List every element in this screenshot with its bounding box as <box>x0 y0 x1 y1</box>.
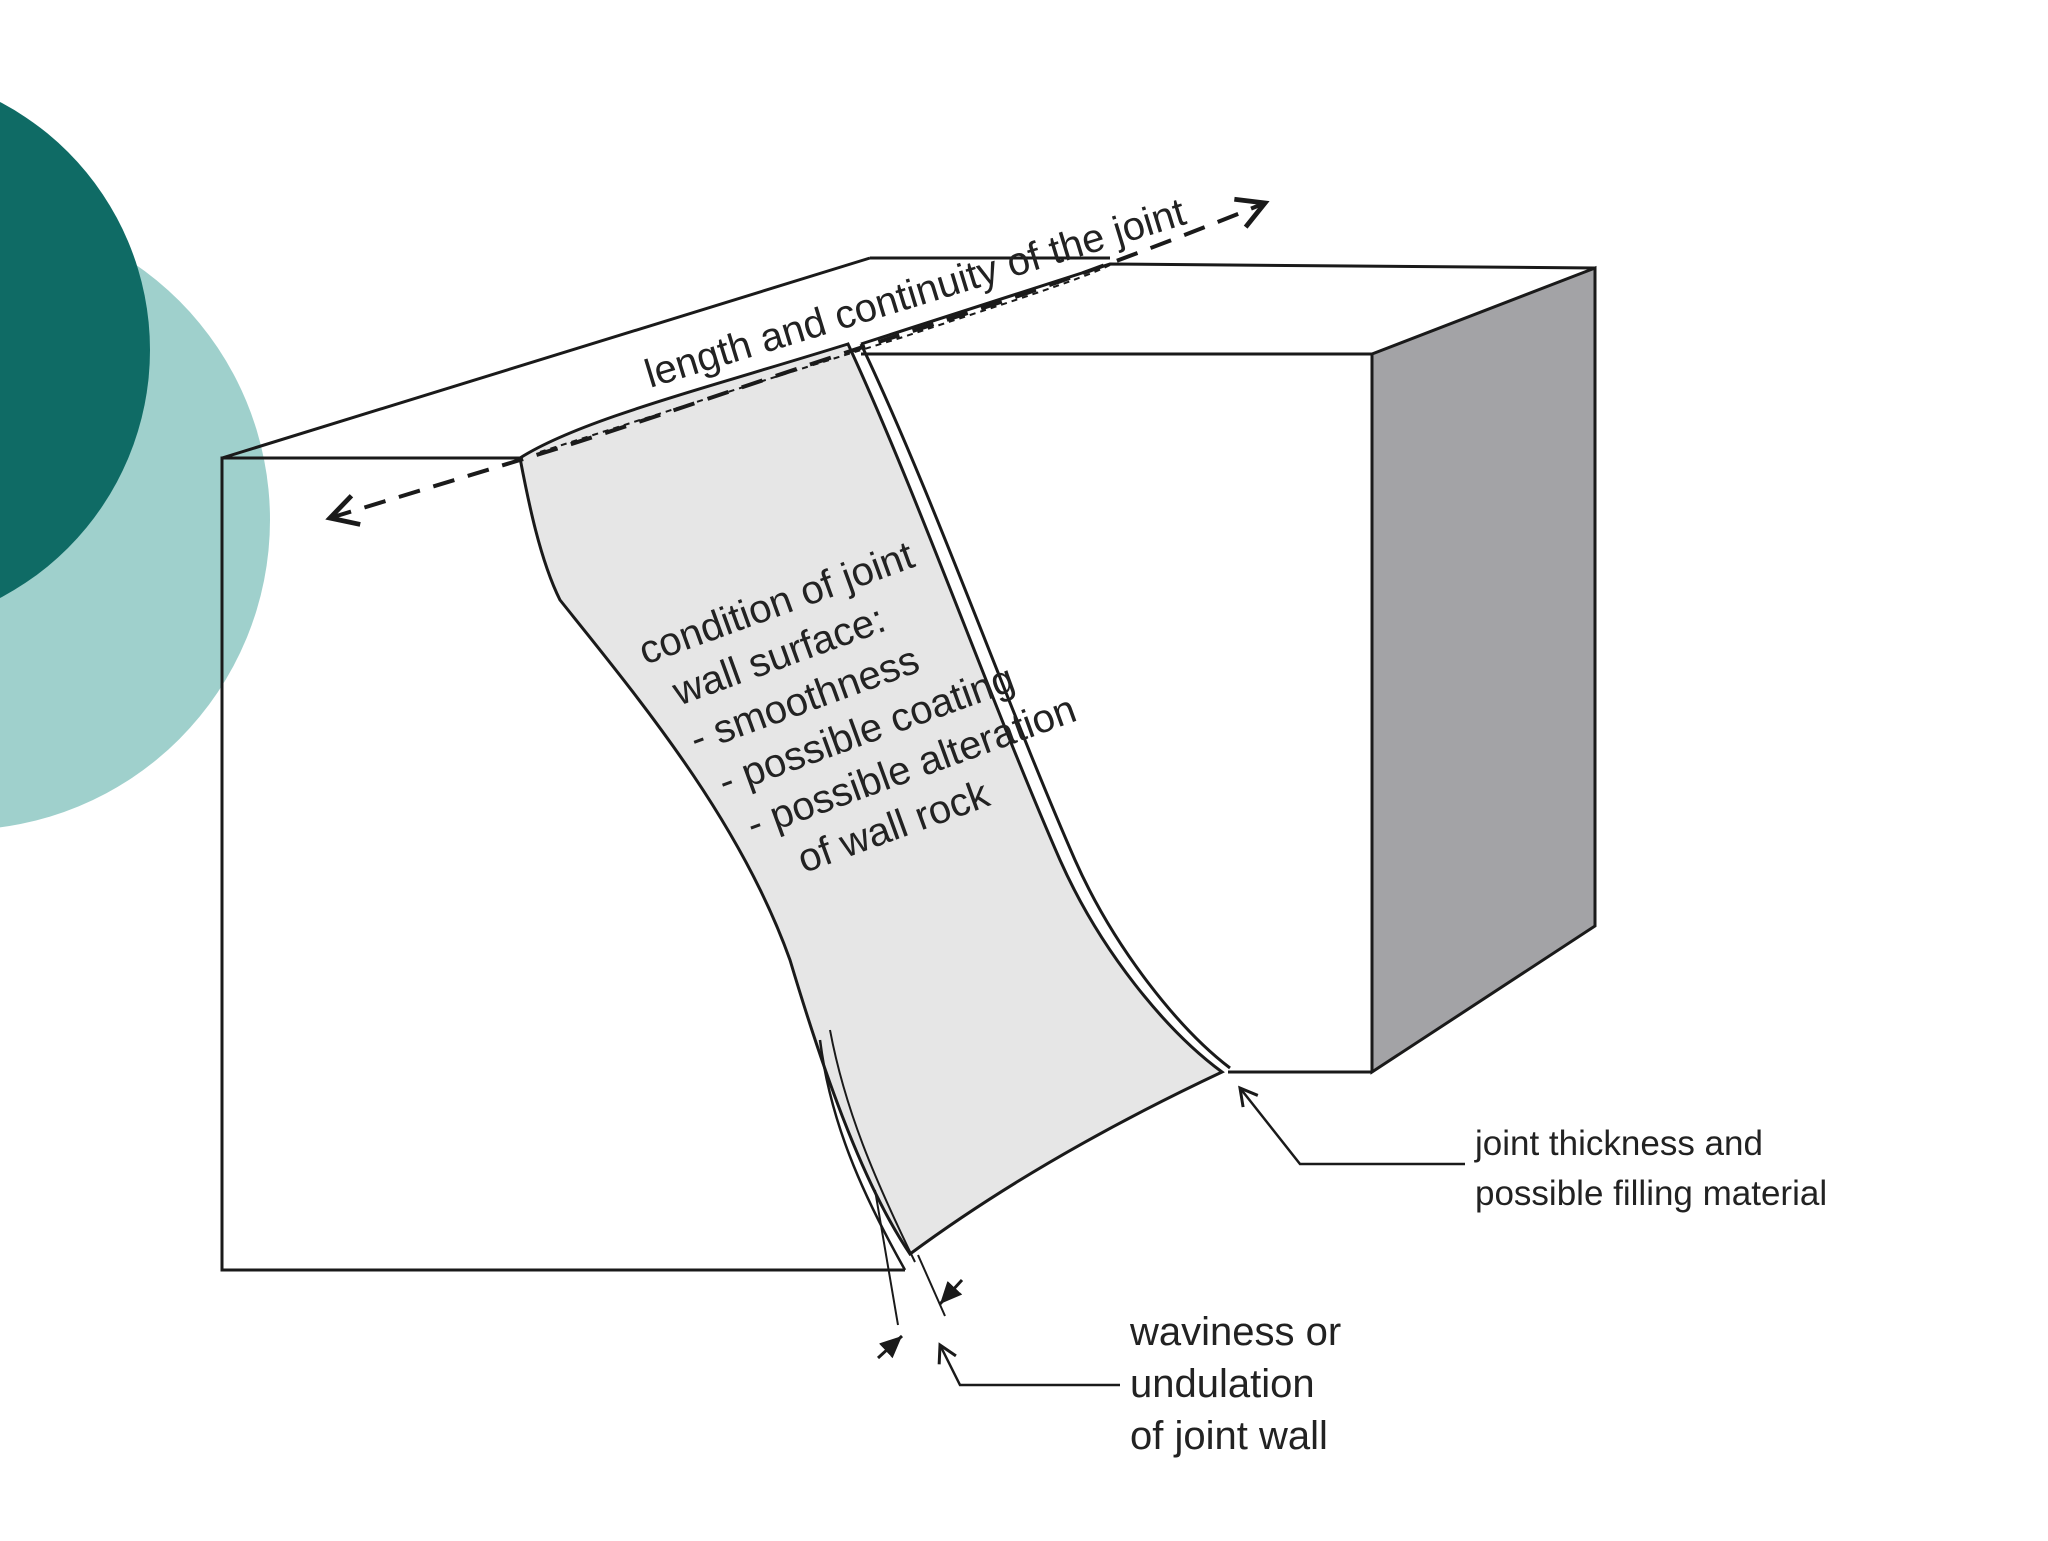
waviness-arrows <box>874 1189 1120 1387</box>
right-block-side-face <box>1370 265 1597 1075</box>
waviness-label-line-1: waviness or <box>1129 1310 1341 1354</box>
thickness-label-line-2: possible filling material <box>1475 1174 1827 1213</box>
waviness-label-line-3: of joint wall <box>1130 1414 1328 1458</box>
thickness-leader <box>1238 1085 1465 1166</box>
thickness-label-line-1: joint thickness and <box>1474 1124 1763 1163</box>
accent-circle-dark <box>0 102 150 598</box>
length-dashed-arrow <box>325 196 1270 527</box>
condition-label: condition of joint wall surface: - smoot… <box>633 533 1082 881</box>
waviness-label-line-2: undulation <box>1130 1362 1315 1406</box>
joint-front-edge <box>818 1039 907 1271</box>
length-label: length and continuity of the joint <box>640 190 1191 397</box>
